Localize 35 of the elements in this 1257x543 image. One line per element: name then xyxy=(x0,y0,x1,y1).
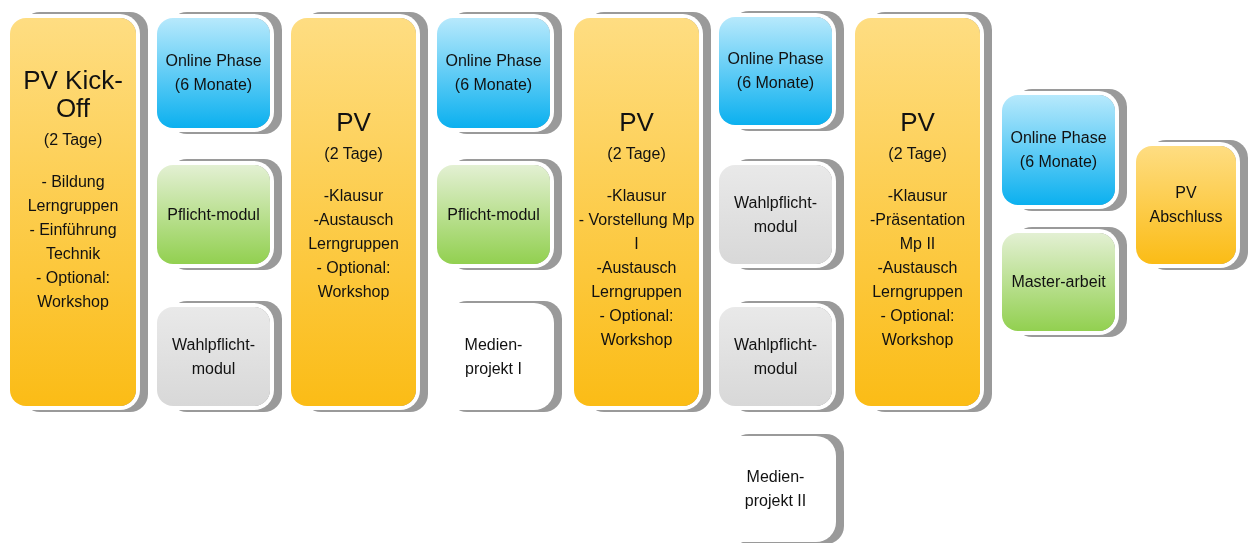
duration-text: (2 Tage) xyxy=(324,144,383,164)
card-label: Pflicht-modul xyxy=(447,204,540,225)
agenda-item: - Optional: Workshop xyxy=(598,306,675,350)
card-label: Master-arbeit xyxy=(1011,272,1106,292)
card-label: Medien-projekt II xyxy=(743,467,808,511)
session-title: PV xyxy=(336,108,371,136)
card-label: Medien-projekt I xyxy=(463,334,524,379)
duration-text: (2 Tage) xyxy=(607,144,666,164)
agenda-item: - Einführung Technik xyxy=(28,220,118,264)
session-title: PV xyxy=(900,108,935,136)
session-title: PV xyxy=(619,108,654,136)
duration-text: (2 Tage) xyxy=(888,144,947,164)
card-label: Wahlpflicht-modul xyxy=(733,192,818,237)
card-label: Online Phase (6 Monate) xyxy=(164,51,263,95)
card-label: Online Phase (6 Monate) xyxy=(444,51,543,95)
card-label: Pflicht-modul xyxy=(167,204,260,225)
card-label: Wahlpflicht-modul xyxy=(171,334,256,379)
agenda-item: -Klausur xyxy=(606,186,667,206)
agenda-item: -Klausur xyxy=(323,186,384,206)
card-label: Wahlpflicht-modul xyxy=(733,334,818,379)
agenda-item: -Austausch Lerngruppen xyxy=(307,210,400,254)
agenda-item: -Präsentation Mp II xyxy=(868,210,967,254)
agenda-item: - Bildung Lerngruppen xyxy=(26,172,120,216)
agenda-item: -Austausch Lerngruppen xyxy=(590,258,683,302)
agenda-item: - Optional: Workshop xyxy=(315,258,392,302)
agenda-item: -Klausur xyxy=(887,186,948,206)
duration-text: (2 Tage) xyxy=(43,130,103,150)
agenda-item: - Vorstellung Mp I xyxy=(578,210,695,254)
session-title: PV Kick-Off xyxy=(22,66,124,122)
agenda-item: - Optional: Workshop xyxy=(879,306,956,350)
agenda-item: - Optional: Workshop xyxy=(35,268,111,312)
agenda-item: -Austausch Lerngruppen xyxy=(871,258,964,302)
card-label: Online Phase (6 Monate) xyxy=(726,49,825,93)
card-label: Online Phase (6 Monate) xyxy=(1009,128,1108,172)
card-label: PV Abschluss xyxy=(1148,183,1224,227)
